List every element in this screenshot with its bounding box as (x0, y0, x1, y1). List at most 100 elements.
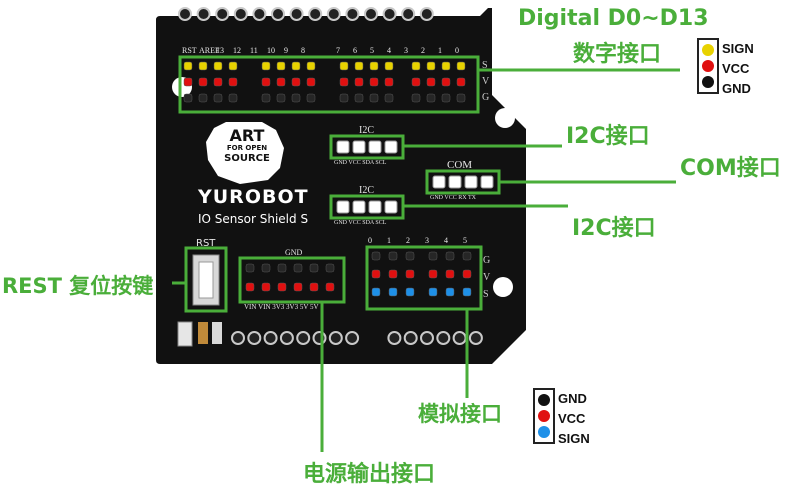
header-pin (448, 175, 462, 189)
digital-pin (228, 77, 238, 87)
digital-pin (291, 77, 301, 87)
reset-outline (184, 246, 228, 313)
header-pad (382, 7, 397, 21)
digital-pin-label: 2 (421, 46, 425, 55)
analog-pin-label: 3 (425, 236, 429, 245)
digital-header-outline (178, 55, 480, 114)
header-pin (480, 175, 494, 189)
top-header-pads (178, 7, 434, 21)
callout-reset: REST 复位按键 (2, 274, 154, 298)
digital-pin (183, 93, 193, 103)
signal-dot-icon (702, 44, 714, 56)
digital-pin-label: 12 (233, 46, 241, 55)
digital-pin (426, 61, 436, 71)
header-pad (328, 331, 343, 345)
digital-pin-grid (183, 61, 466, 103)
analog-pin (428, 251, 438, 261)
power-vcc-pin (245, 282, 255, 292)
analog-pin-label: 5 (463, 236, 467, 245)
digital-pin (276, 93, 286, 103)
vcc-dot-icon (538, 410, 550, 422)
analog-row-label: S (483, 289, 489, 300)
logo-line-art: ART (229, 126, 265, 145)
analog-pin (445, 287, 455, 297)
power-gnd-pin (277, 263, 287, 273)
analog-pin (428, 287, 438, 297)
digital-pin (426, 93, 436, 103)
header-pad (233, 7, 248, 21)
digital-pin (441, 77, 451, 87)
analog-pin (371, 251, 381, 261)
digital-pin (339, 77, 349, 87)
analog-pin (388, 251, 398, 261)
digital-pin (456, 93, 466, 103)
digital-pin-label: 7 (336, 46, 340, 55)
header-pad (326, 7, 341, 21)
header-pad (247, 331, 262, 345)
digital-row-label: S (482, 60, 488, 71)
digital-pin (291, 61, 301, 71)
i2c-bottom-label: I2C (359, 185, 374, 196)
legend-analog-gnd-label: GND (558, 391, 587, 406)
header-pin (368, 140, 382, 154)
power-pin-grid (245, 263, 335, 292)
brand-label: YUROBOT (198, 186, 309, 208)
callout-power: 电源输出接口 (303, 462, 436, 487)
analog-pin-label: 1 (387, 236, 391, 245)
analog-pin (405, 269, 415, 279)
header-pin (352, 140, 366, 154)
digital-pin (306, 61, 316, 71)
header-pad (312, 331, 327, 345)
header-pad (345, 331, 360, 345)
i2c-bottom-pinout: GND VCC SDA SCL (334, 220, 387, 226)
power-pinout: VIN VIN 3V3 3V3 5V 5V (244, 303, 319, 311)
callout-digital: 数字接口 (573, 42, 662, 67)
digital-pin (183, 77, 193, 87)
analog-pin (428, 269, 438, 279)
digital-pin-label: 10 (267, 46, 275, 55)
power-header-outline (238, 256, 346, 304)
digital-pin (339, 61, 349, 71)
logo-badge (206, 122, 284, 184)
digital-pin (384, 93, 394, 103)
i2c-top-label: I2C (359, 125, 374, 136)
analog-pin (388, 269, 398, 279)
analog-pin (388, 287, 398, 297)
digital-pin (228, 61, 238, 71)
analog-pin (405, 251, 415, 261)
legend-analog-vcc-label: VCC (558, 411, 586, 426)
legend-digital-vcc-label: VCC (722, 61, 750, 76)
callout-com: COM接口 (680, 156, 781, 181)
power-gnd-pin (245, 263, 255, 273)
digital-pin-label: RST (182, 46, 197, 55)
digital-pin (411, 77, 421, 87)
header-pad (231, 331, 245, 345)
power-vcc-pin (261, 282, 271, 292)
header-pad (271, 7, 285, 21)
capacitor (177, 321, 193, 347)
digital-pin (456, 61, 466, 71)
header-pad (196, 7, 211, 21)
legend-digital-sign-label: SIGN (722, 41, 754, 56)
header-pad (178, 7, 192, 21)
vcc-dot-icon (702, 60, 714, 72)
analog-pin (462, 269, 472, 279)
callout-digital-title: Digital D0~D13 (518, 6, 709, 31)
header-pad (263, 331, 278, 345)
header-pad (419, 7, 434, 21)
logo-line-for-open: FOR OPEN (226, 144, 268, 152)
i2c-bottom-pins (336, 200, 398, 214)
analog-pin-grid (371, 251, 472, 297)
digital-pin (306, 77, 316, 87)
header-pin (352, 200, 366, 214)
digital-pin-label: 1 (438, 46, 442, 55)
digital-pin-label: 6 (353, 46, 357, 55)
digital-pin (354, 61, 364, 71)
callout-i2c-bottom: I2C接口 (572, 216, 656, 241)
header-pad (452, 331, 467, 345)
analog-pin (371, 287, 381, 297)
digital-pin-label: 5 (370, 46, 374, 55)
